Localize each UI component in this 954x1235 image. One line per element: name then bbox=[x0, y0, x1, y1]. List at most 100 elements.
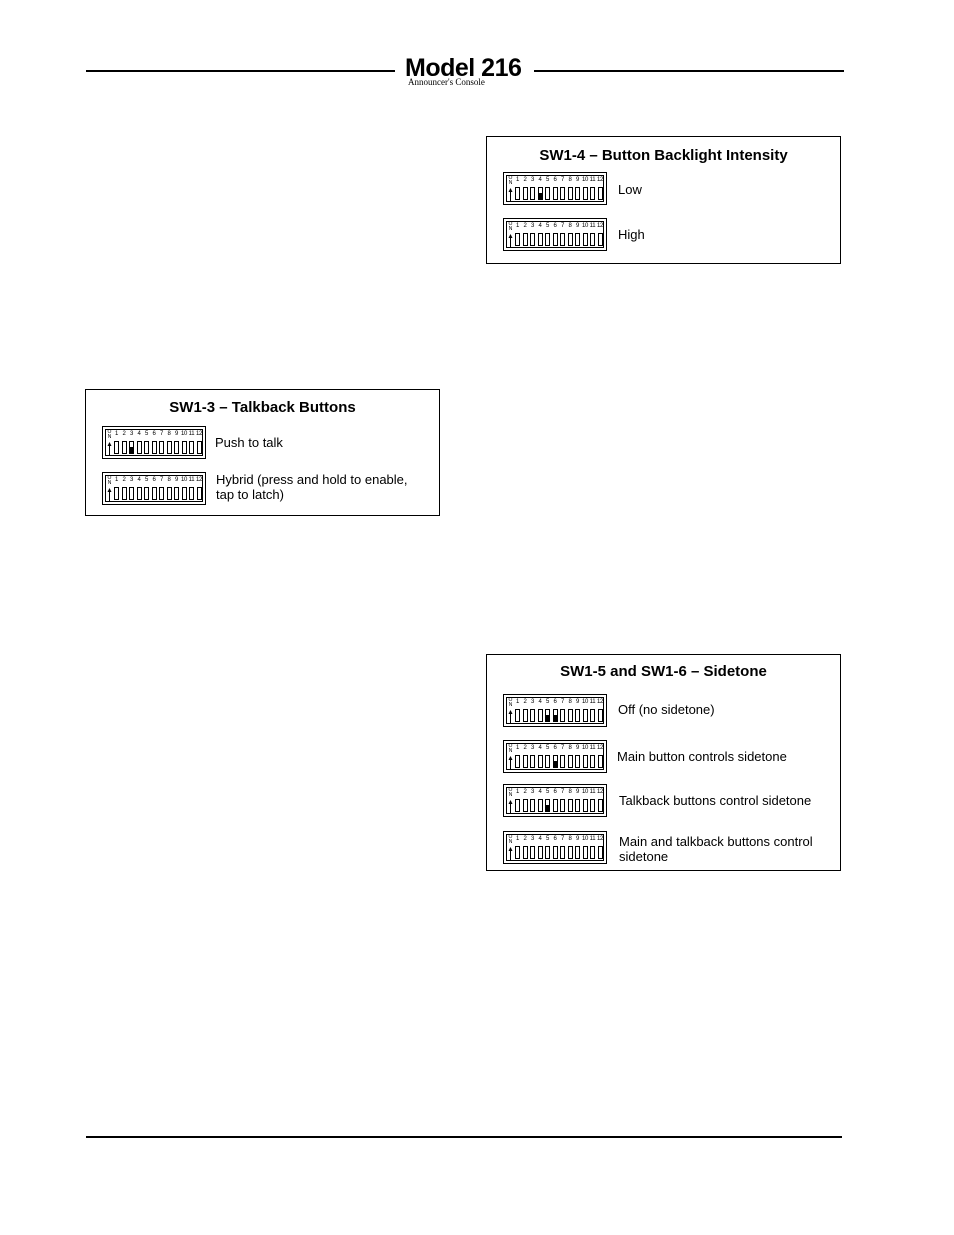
dip-switch-toggle bbox=[545, 846, 550, 859]
dip-switch-toggle bbox=[196, 487, 202, 500]
dip-switch-number: 4 bbox=[538, 836, 542, 842]
dip-switch-number: 2 bbox=[122, 431, 126, 437]
dip-switch-number: 3 bbox=[530, 177, 535, 183]
dip-switch-toggle bbox=[545, 755, 550, 768]
dip-switch-toggle bbox=[522, 755, 528, 768]
dip-switch-toggle bbox=[114, 441, 119, 454]
dip-switch-number: 8 bbox=[167, 431, 171, 437]
dip-switch-toggle bbox=[582, 233, 588, 246]
header-rule-left bbox=[86, 70, 395, 72]
dip-switch-number: 9 bbox=[575, 789, 580, 795]
dip-switch-toggle bbox=[515, 187, 520, 200]
dip-switch-number: 3 bbox=[530, 789, 535, 795]
dip-switch-number: 12 bbox=[596, 699, 604, 705]
header-subtitle: Announcer's Console bbox=[408, 77, 485, 87]
dip-switch-number: 2 bbox=[523, 223, 527, 229]
dip-switch-toggle bbox=[189, 441, 194, 454]
dip-switch-toggle bbox=[136, 487, 142, 500]
dip-switch-toggle bbox=[159, 487, 164, 500]
dip-switch-number: 2 bbox=[523, 177, 527, 183]
option-label-off: Off (no sidetone) bbox=[618, 702, 715, 717]
up-arrow-icon bbox=[508, 800, 513, 813]
dip-switch-toggle bbox=[129, 487, 134, 500]
footer-rule bbox=[86, 1136, 842, 1138]
dip-switch-toggle bbox=[545, 799, 550, 812]
dip-switch-number: 5 bbox=[545, 223, 550, 229]
dip-switch-toggle bbox=[537, 233, 543, 246]
dip-switch-toggle bbox=[567, 846, 573, 859]
dip-switch-toggle bbox=[575, 709, 580, 722]
dip-switch-number: 2 bbox=[523, 789, 527, 795]
dip-switch-number: 4 bbox=[538, 745, 542, 751]
dip-switch-number: 2 bbox=[523, 836, 527, 842]
dip-switch-number: 8 bbox=[568, 177, 572, 183]
dip-switch-toggle bbox=[567, 799, 573, 812]
dip-switch-toggle bbox=[515, 709, 520, 722]
dip-switch-toggle bbox=[545, 233, 550, 246]
dip-switch-number: 1 bbox=[515, 836, 520, 842]
dip-switch-toggle bbox=[144, 487, 149, 500]
panel-sw1-4-title: SW1-4 – Button Backlight Intensity bbox=[539, 147, 788, 164]
dip-switch-toggle bbox=[590, 799, 595, 812]
dip-switch-number: 5 bbox=[545, 177, 550, 183]
dip-switch-number: 11 bbox=[589, 699, 596, 705]
dip-switch-number: 8 bbox=[568, 836, 572, 842]
dip-switch-number: 10 bbox=[180, 431, 188, 437]
header-title: Model 216 bbox=[405, 54, 522, 82]
panel-sw1-3-title: SW1-3 – Talkback Buttons bbox=[169, 399, 356, 416]
dip-switch-number: 9 bbox=[575, 699, 580, 705]
dip-switch-number: 9 bbox=[575, 836, 580, 842]
dip-switch-number: 10 bbox=[581, 699, 589, 705]
dip-switch-number: 12 bbox=[596, 836, 604, 842]
dip-switch-number: 5 bbox=[144, 477, 149, 483]
dip-switch-toggle bbox=[530, 709, 535, 722]
dip-switch-toggle bbox=[575, 799, 580, 812]
dip-switch-knob bbox=[546, 805, 549, 811]
dip-switch-number: 12 bbox=[195, 477, 203, 483]
dip-switch-toggle bbox=[159, 441, 164, 454]
dip-switch-number: 11 bbox=[589, 177, 596, 183]
up-arrow-icon bbox=[107, 488, 112, 501]
dip-switch-number: 6 bbox=[553, 789, 557, 795]
dip-switch-toggle bbox=[545, 187, 550, 200]
dip-switch-toggle bbox=[530, 187, 535, 200]
dip-switch-number: 7 bbox=[560, 745, 565, 751]
dip-switch-toggle bbox=[515, 755, 520, 768]
dip-switch-number: 7 bbox=[560, 836, 565, 842]
dip-switch-number: 9 bbox=[575, 223, 580, 229]
dip-switch-toggle bbox=[189, 487, 194, 500]
dip-switch-number: 9 bbox=[174, 431, 179, 437]
dip-switch-number: 1 bbox=[114, 431, 119, 437]
dip-switch-number: 12 bbox=[596, 223, 604, 229]
dip-switch-toggle bbox=[582, 187, 588, 200]
dip-switch-number: 4 bbox=[137, 431, 141, 437]
dip-switch-number: 5 bbox=[545, 699, 550, 705]
dip-switch-number: 7 bbox=[159, 431, 164, 437]
dip-switch-toggle bbox=[121, 487, 127, 500]
dip-switch-knob bbox=[553, 715, 557, 721]
dip-switch-number: 6 bbox=[553, 699, 557, 705]
dip-switch-number: 5 bbox=[545, 745, 550, 751]
dip-switch-number: 6 bbox=[553, 177, 557, 183]
dip-switch-toggle bbox=[530, 846, 535, 859]
header-rule-right bbox=[534, 70, 844, 72]
dip-switch-number: 6 bbox=[152, 477, 156, 483]
dip-switch-number: 6 bbox=[152, 431, 156, 437]
dip-switch-toggle bbox=[575, 846, 580, 859]
dip-switch-toggle bbox=[597, 233, 603, 246]
dip-switch-toggle bbox=[590, 755, 595, 768]
dip-switch-number: 10 bbox=[581, 223, 589, 229]
dip-switch-number: 4 bbox=[538, 223, 542, 229]
dip-switch-toggle bbox=[582, 799, 588, 812]
dip-switch-toggle bbox=[530, 799, 535, 812]
dip-switch-toggle bbox=[129, 441, 134, 454]
